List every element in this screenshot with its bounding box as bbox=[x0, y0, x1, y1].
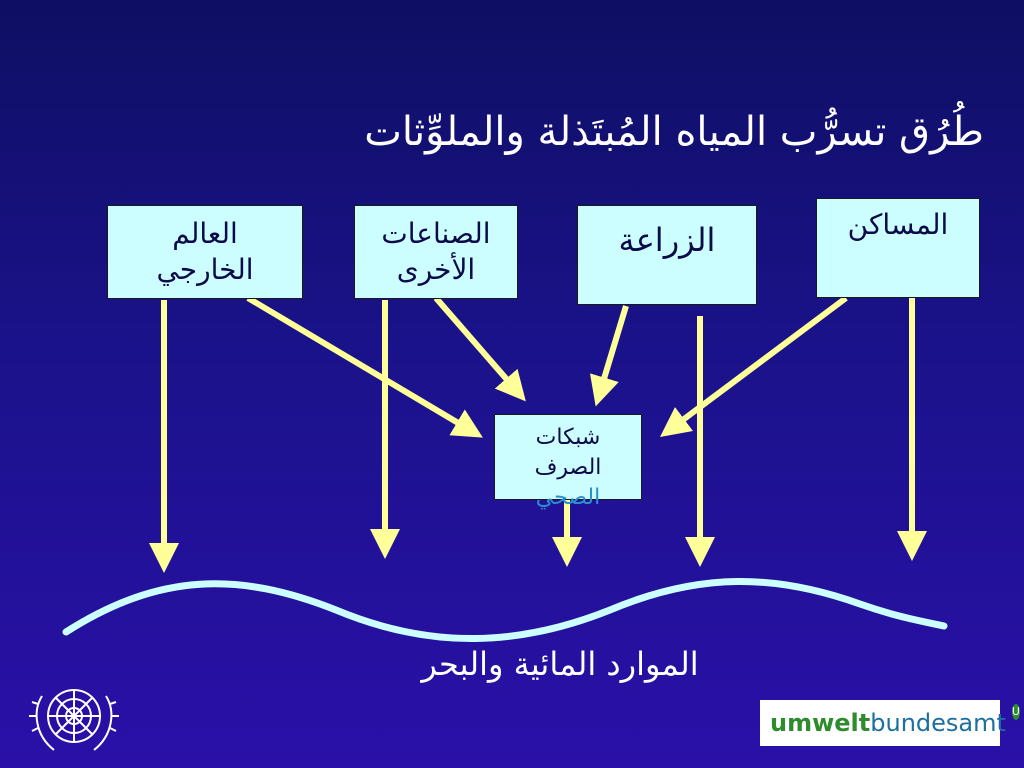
uba-logo-part2: bundesamt bbox=[870, 709, 1006, 737]
industries-label-line1: الصناعات bbox=[381, 217, 491, 250]
outside-world-box: العالم الخارجي bbox=[107, 205, 303, 299]
arrow-dwellings-to-sewer bbox=[659, 295, 848, 437]
sewer-label-line3: الصحي bbox=[535, 485, 601, 510]
sewer-label-line1: شبكات bbox=[535, 425, 601, 450]
agriculture-box: الزراعة bbox=[577, 205, 757, 305]
uba-logo-part1: umwelt bbox=[770, 709, 871, 737]
arrow-outside-to-sewer bbox=[246, 295, 483, 438]
sewer-label-line2: الصرف bbox=[534, 455, 602, 480]
slide-title: طُرُق تسرُّب المياه المُبتَذلة والملوِّث… bbox=[364, 109, 984, 155]
un-emblem-icon bbox=[29, 689, 119, 751]
dwellings-label: المساكن bbox=[847, 208, 949, 241]
industries-box: الصناعات الأخرى bbox=[354, 205, 518, 299]
water-wave bbox=[62, 577, 948, 642]
water-resources-label: الموارد المائية والبحر bbox=[421, 645, 699, 683]
agriculture-label: الزراعة bbox=[618, 221, 716, 259]
uba-badge-icon: U bbox=[1011, 704, 1020, 720]
industries-label-line2: الأخرى bbox=[396, 253, 476, 286]
arrow-industries-to-sewer bbox=[433, 296, 526, 402]
dwellings-box: المساكن bbox=[816, 198, 980, 298]
outside-world-label-line2: الخارجي bbox=[156, 253, 254, 286]
sewer-networks-box: شبكات الصرف الصحي bbox=[494, 414, 642, 510]
arrow-agriculture-to-sewer bbox=[589, 305, 629, 407]
outside-world-label-line1: العالم bbox=[172, 217, 238, 250]
